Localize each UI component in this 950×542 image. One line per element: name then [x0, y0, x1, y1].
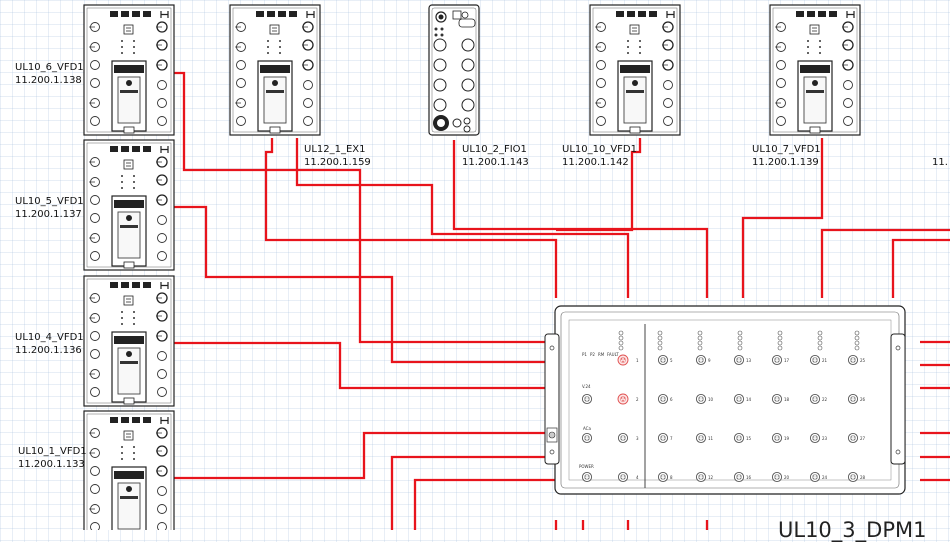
cable-ul10-10-vfd1 [556, 138, 642, 232]
svg-text:FAULT: FAULT [607, 352, 619, 357]
device-ip: 11.200.1.133 [18, 459, 85, 470]
vfd-device-ul10-5[interactable] [83, 139, 175, 271]
cable-ul12-1-ex1 [264, 138, 558, 298]
svg-text:ACa: ACa [583, 426, 591, 431]
port-number-label: 3 [636, 436, 639, 441]
device-ip: 11.200.1.139 [752, 157, 819, 168]
svg-text:V.24: V.24 [582, 384, 591, 389]
port-number-label: 25 [860, 358, 866, 363]
port-number-label: 15 [746, 436, 752, 441]
network-cables [174, 71, 950, 530]
vfd-device-ul10-4[interactable] [83, 275, 175, 407]
device-name: UL12_1_EX1 [304, 144, 366, 155]
device-ip: 11.200.1.137 [15, 209, 82, 220]
device-label-ul10-5-vfd1: UL10_5_VFD1 11.200.1.137 [15, 195, 84, 221]
svg-text:P2: P2 [590, 352, 595, 357]
port-number-label: 6 [670, 397, 673, 402]
svg-text:P1: P1 [582, 352, 587, 357]
device-ip: 11.200.1.138 [15, 75, 82, 86]
svg-text:RM: RM [598, 352, 605, 357]
port-number-label: 22 [822, 397, 828, 402]
cable-ul10-7-vfd1 [741, 138, 824, 298]
port-number-label: 4 [636, 475, 639, 480]
device-ip: 11.200.1.136 [15, 345, 82, 356]
port-number-label: 7 [670, 436, 673, 441]
cable-ul10-4-vfd1 [174, 341, 556, 390]
port-number-label: 20 [784, 475, 790, 480]
port-number-label: 9 [708, 358, 711, 363]
device-ip: 11. [932, 157, 948, 168]
vfd-device-ul10-7[interactable] [769, 4, 861, 136]
port-number-label: 8 [670, 475, 673, 480]
device-name: UL10_10_VFD1 [562, 144, 637, 155]
port-number-label: 14 [746, 397, 752, 402]
port-number-label: 18 [784, 397, 790, 402]
cable-ul10-5-vfd1 [174, 205, 556, 364]
device-label-ul10-4-vfd1: UL10_4_VFD1 11.200.1.136 [15, 331, 84, 357]
cable-right-offscreen-a [820, 228, 950, 298]
device-label-partial-right: 11. [932, 156, 950, 169]
cable-ul12-1-ex1-b [295, 138, 630, 298]
device-name: UL10_5_VFD1 [15, 196, 84, 207]
device-label-ul10-6-vfd1: UL10_6_VFD1 11.200.1.138 [15, 61, 84, 87]
device-label-ul10-10-vfd1: UL10_10_VFD1 11.200.1.142 [562, 143, 637, 169]
device-ip: 11.200.1.142 [562, 157, 629, 168]
device-name: UL10_1_VFD1 [18, 446, 87, 457]
port-number-label: 19 [784, 436, 790, 441]
port-number-label: 28 [860, 475, 866, 480]
port-number-label: 1 [636, 358, 639, 363]
port-number-label: 2 [636, 397, 639, 402]
dpm-title: UL10_3_DPM1 [778, 518, 927, 542]
vfd-device-ul10-1[interactable] [83, 410, 175, 530]
port-number-label: 12 [708, 475, 714, 480]
port-number-label: 5 [670, 358, 673, 363]
port-number-label: 26 [860, 397, 866, 402]
dpm-device-ul10-3[interactable]: P1 P2 RM FAULT V.24 ACa POWER 1234567891… [544, 305, 906, 495]
svg-text:POWER: POWER [579, 464, 594, 469]
fio-device-ul10-2[interactable] [428, 4, 480, 136]
cable-right-offscreen-b [891, 238, 950, 298]
port-number-label: 10 [708, 397, 714, 402]
port-number-label: 23 [822, 436, 828, 441]
device-name: UL10_2_FIO1 [462, 144, 527, 155]
cable-bottom-2 [413, 478, 556, 530]
device-name: UL10_6_VFD1 [15, 62, 84, 73]
device-ip: 11.200.1.159 [304, 157, 371, 168]
device-label-ul10-2-fio1: UL10_2_FIO1 11.200.1.143 [462, 143, 529, 169]
port-number-label: 13 [746, 358, 752, 363]
port-number-label: 24 [822, 475, 828, 480]
port-number-label: 17 [784, 358, 790, 363]
vfd-device-ul10-6[interactable] [83, 4, 175, 136]
device-label-ul12-1-ex1: UL12_1_EX1 11.200.1.159 [304, 143, 371, 169]
device-name: UL10_4_VFD1 [15, 332, 84, 343]
device-name: UL10_7_VFD1 [752, 144, 821, 155]
cable-ul10-1-vfd1 [174, 431, 556, 480]
network-diagram-canvas: P1 P2 RM FAULT V.24 ACa POWER 1234567891… [83, 4, 950, 530]
port-number-label: 21 [822, 358, 828, 363]
cable-bottom-1 [390, 455, 556, 530]
port-number-label: 16 [746, 475, 752, 480]
device-label-ul10-1-vfd1: UL10_1_VFD1 11.200.1.133 [18, 445, 87, 471]
vfd-device-ul12-1-ex1[interactable] [229, 4, 321, 136]
port-number-label: 27 [860, 436, 866, 441]
device-label-ul10-7-vfd1: UL10_7_VFD1 11.200.1.139 [752, 143, 821, 169]
device-ip: 11.200.1.143 [462, 157, 529, 168]
port-number-label: 11 [708, 436, 714, 441]
vfd-device-ul10-10[interactable] [589, 4, 681, 136]
